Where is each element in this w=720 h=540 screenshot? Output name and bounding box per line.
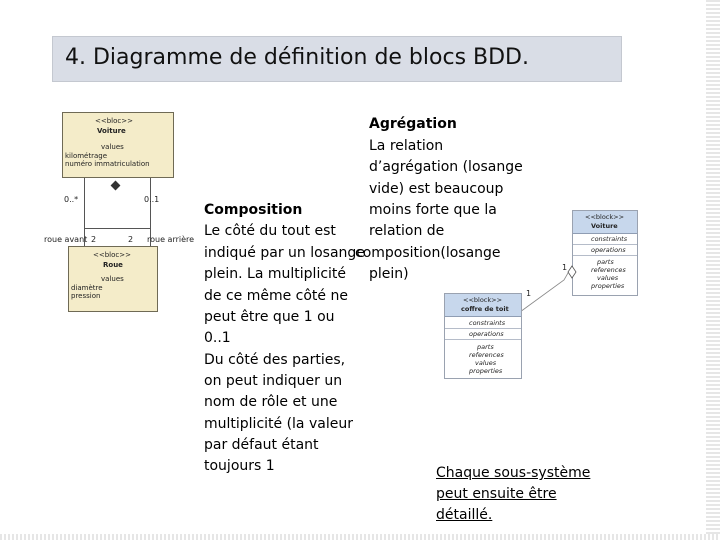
roue-name: Roue: [103, 261, 123, 269]
composition-line: 0..1: [204, 330, 231, 346]
aggregation-line: d’agrégation (losange: [369, 159, 523, 175]
composition-line: de ce même côté ne: [204, 288, 348, 304]
voiture-value-2: numéro immatriculation: [65, 160, 150, 168]
composition-line: par défaut étant: [204, 437, 319, 453]
slide-border-right: [706, 0, 720, 540]
divider: [445, 328, 521, 329]
voiture-value-1: kilométrage: [65, 152, 108, 160]
voiture-compartment: properties: [591, 282, 625, 290]
roue-value-1: diamètre: [71, 284, 103, 292]
aggregation-line: plein): [369, 266, 409, 282]
coffre-sysml-name: coffre de toit: [461, 305, 509, 313]
composition-line: plein. La multiplicité: [204, 266, 347, 282]
multiplicity-right: 0..1: [144, 195, 160, 204]
role-right: roue arrière: [147, 235, 195, 244]
voiture-stereotype: <<bloc>>: [95, 117, 133, 125]
voiture-sysml-stereotype: <<block>>: [585, 213, 625, 221]
composition-line: peut être que 1 ou: [204, 309, 335, 325]
roue-stereotype: <<bloc>>: [93, 251, 131, 259]
voiture-sysml-name: Voiture: [591, 222, 618, 230]
multiplicity-left: 0..*: [64, 195, 79, 204]
connector-left-vertical: [84, 178, 85, 248]
composition-line: multiplicité (la valeur: [204, 416, 353, 432]
coffre-compartment: operations: [469, 330, 504, 338]
coffre-compartment: properties: [469, 367, 503, 375]
composition-line: Le côté du tout est: [204, 223, 336, 239]
composition-diamond-icon: [110, 180, 121, 191]
voiture-compartment: parts: [597, 258, 614, 266]
aggregation-multiplicity-2: 1: [526, 289, 532, 298]
composition-line: nom de rôle et une: [204, 394, 338, 410]
voiture-compartment: references: [591, 266, 626, 274]
aggregation-line: relation de: [369, 223, 445, 239]
role-left: roue avant: [44, 235, 88, 244]
aggregation-multiplicity-1: 1: [562, 263, 568, 272]
aggregation-line: vide) est beaucoup: [369, 181, 504, 197]
coffre-sysml-stereotype: <<block>>: [463, 296, 503, 304]
aggregation-diamond-icon: [567, 265, 577, 279]
composition-heading: Composition: [204, 202, 303, 218]
coffre-compartment: references: [469, 351, 504, 359]
divider: [445, 339, 521, 340]
composition-line: Du côté des parties,: [204, 352, 346, 368]
connector-right-vertical: [150, 178, 151, 248]
coffre-compartment: parts: [477, 343, 494, 351]
voiture-sysml-header: [573, 211, 637, 234]
coffre-compartment: values: [475, 359, 497, 367]
composition-line: indiqué par un losange: [204, 245, 365, 261]
roue-values-label: values: [101, 275, 124, 283]
coffre-compartment: constraints: [469, 319, 506, 327]
composition-line: toujours 1: [204, 458, 275, 474]
footer-link-line[interactable]: Chaque sous-système: [436, 465, 591, 481]
voiture-values-label: values: [101, 143, 124, 151]
coffre-sysml-block: <<block>> coffre de toit constraints ope…: [444, 293, 522, 379]
aggregation-line: La relation: [369, 138, 444, 154]
coffre-sysml-header: [445, 294, 521, 317]
count-right: 2: [128, 235, 134, 244]
slide-border-bottom: [0, 534, 720, 540]
footer-link-line[interactable]: peut ensuite être: [436, 486, 557, 502]
count-left: 2: [91, 235, 97, 244]
voiture-name: Voiture: [97, 127, 126, 135]
connector-horizontal: [84, 228, 151, 229]
voiture-compartment: values: [597, 274, 619, 282]
voiture-block: <<bloc>> Voiture values kilométrage numé…: [62, 112, 174, 178]
aggregation-connector: [519, 265, 577, 313]
roue-block: <<bloc>> Roue values diamètre pression: [68, 246, 158, 312]
footer-link-line[interactable]: détaillé.: [436, 507, 493, 523]
voiture-compartment: constraints: [591, 235, 628, 243]
composition-line: on peut indiquer un: [204, 373, 343, 389]
slide-title: 4. Diagramme de définition de blocs BDD.: [65, 45, 529, 70]
aggregation-heading: Agrégation: [369, 116, 457, 132]
voiture-compartment: operations: [591, 246, 626, 254]
divider: [573, 244, 637, 245]
roue-value-2: pression: [71, 292, 101, 300]
voiture-sysml-block: <<block>> Voiture constraints operations…: [572, 210, 638, 296]
aggregation-line: moins forte que la: [369, 202, 497, 218]
divider: [573, 255, 637, 256]
aggregation-line: composition(losange: [355, 245, 501, 261]
title-bar: 4. Diagramme de définition de blocs BDD.: [52, 36, 622, 82]
